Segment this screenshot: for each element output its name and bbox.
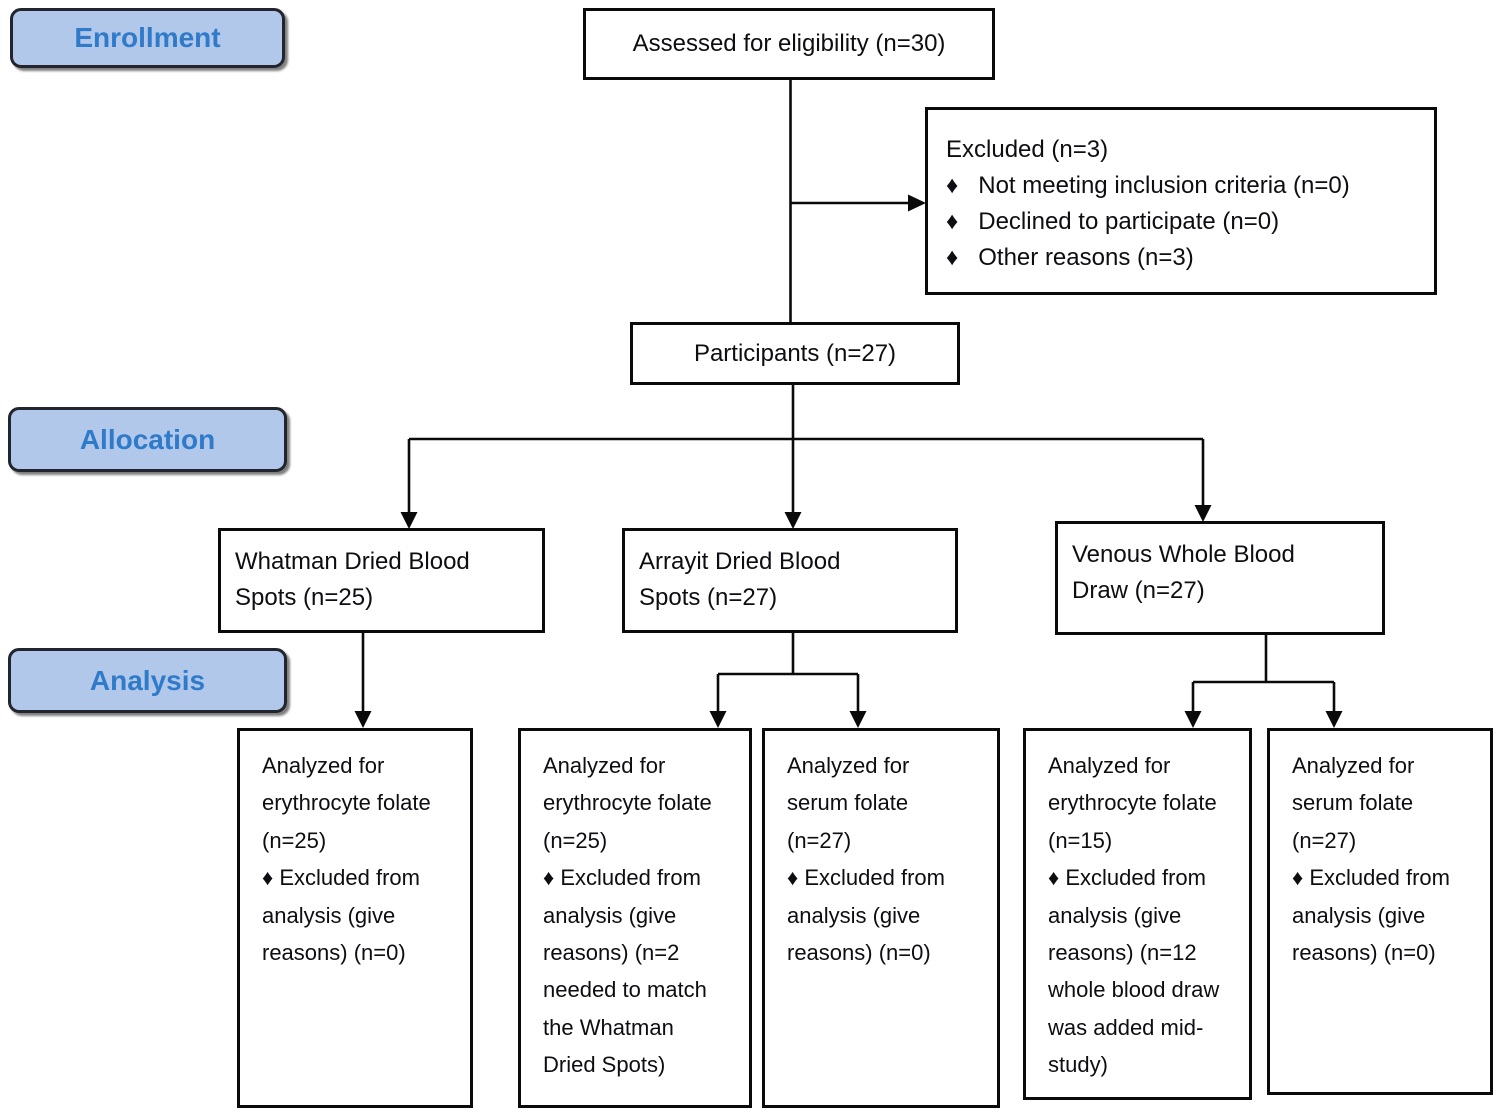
box-venous-draw: Venous Whole Blood Draw (n=27) [1055, 521, 1385, 635]
box-arrayit-dbs: Arrayit Dried Blood Spots (n=27) [622, 528, 958, 633]
box-analysis-arrayit-erythrocyte: Analyzed for erythrocyte folate (n=25) ♦… [518, 728, 752, 1108]
arrowhead-analysis-1 [354, 711, 372, 728]
box-analysis-venous-serum: Analyzed for serum folate (n=27) ♦ Exclu… [1267, 728, 1493, 1095]
stage-label-enrollment-text: Enrollment [74, 22, 221, 53]
arrowhead-analysis-2 [709, 711, 727, 728]
arrowhead-venous [1194, 505, 1212, 522]
box-whatman-dbs: Whatman Dried Blood Spots (n=25) [218, 528, 545, 633]
box-analysis-whatman-erythrocyte: Analyzed for erythrocyte folate (n=25) ♦… [237, 728, 473, 1108]
arrowhead-analysis-4 [1184, 711, 1202, 728]
stage-label-enrollment: Enrollment [10, 8, 285, 68]
arrowhead-excluded [908, 194, 926, 212]
stage-label-analysis-text: Analysis [89, 664, 206, 696]
box-excluded: Excluded (n=3) ♦ Not meeting inclusion c… [925, 107, 1437, 295]
arrowhead-analysis-3 [849, 711, 867, 728]
box-analysis-arrayit-serum: Analyzed for serum folate (n=27) ♦ Exclu… [762, 728, 1000, 1108]
stage-label-allocation-text: Allocation [79, 423, 216, 455]
arrowhead-analysis-5 [1325, 711, 1343, 728]
arrowhead-whatman [400, 512, 418, 529]
stage-label-analysis: Analysis [8, 648, 287, 713]
box-assessed-eligibility: Assessed for eligibility (n=30) [583, 8, 995, 80]
stage-label-allocation: Allocation [8, 407, 287, 472]
arrowhead-arrayit [784, 512, 802, 529]
box-analysis-venous-erythrocyte: Analyzed for erythrocyte folate (n=15) ♦… [1023, 728, 1252, 1100]
box-participants: Participants (n=27) [630, 322, 960, 385]
